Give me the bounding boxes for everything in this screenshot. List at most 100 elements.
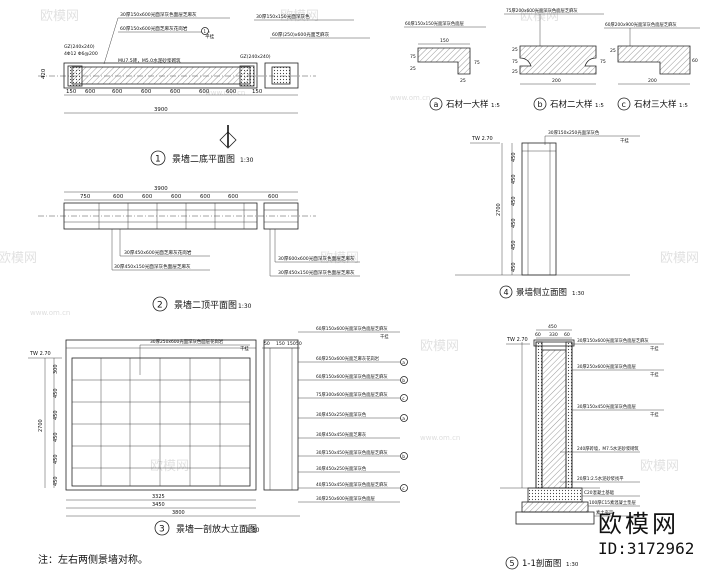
v3-leaders: 30厚250x600光面深灰色面层花岗岩 干挂 [150, 338, 249, 352]
sa-dims: 150 75 75 25 25 [410, 38, 480, 84]
v3-dim: 450 [53, 476, 59, 486]
v2-dims: 750 600 600 600 600 600 600 [80, 194, 279, 200]
stone-detail-c: 60厚200x900光面深灰色面层芝麻灰 25 60 200 c 石材三大样 1… [604, 21, 700, 111]
v3-label: 60厚250x600光面芝麻灰花岗岩 [316, 355, 380, 362]
view-1-bottom-plan: 30厚150x600光面深灰色面层芝麻灰 60厚150x600光面芝麻灰花岗岩 … [38, 11, 370, 166]
v5-top-dims: 450 60 330 60 [535, 324, 570, 338]
v3-label: 40厚150x450光面深灰色面层芝麻灰 [316, 481, 388, 488]
v1-dim: 150 [252, 89, 263, 95]
v1-label: 4Φ12 Φ6@200 [64, 51, 98, 57]
sa-dim: 25 [410, 66, 416, 72]
v5-leaders: 30厚150x600光面深灰色面层芝麻灰 干挂 30厚250x600光面深灰色面… [560, 337, 664, 517]
sa-label: 60厚150x150光面深灰色面层 [405, 20, 464, 27]
sb-number: b [538, 100, 543, 109]
watermark-layer: 欧模网 欧模网 欧模网 欧模网 欧模网 欧模网 欧模网 欧模网 欧模网 www.… [0, 9, 699, 474]
v5-level: TW 2.70 [506, 337, 528, 343]
v3-label: 30厚450x450光面芝麻灰 [316, 431, 367, 438]
sb-dim: 25 [512, 47, 518, 53]
v2-label: 30厚600x600光面深灰色面层芝麻灰 [278, 255, 355, 262]
v1-dim: 600 [226, 89, 237, 95]
v1-leaders: 30厚150x600光面深灰色面层芝麻灰 60厚150x600光面芝麻灰花岗岩 … [64, 11, 370, 65]
v5-scale: 1:30 [566, 562, 579, 568]
sc-number: c [622, 100, 626, 109]
view-4-side-elevation: TW 2.70 450 450 450 450 450 450 2700 30厚… [455, 129, 640, 299]
v2-dim: 600 [113, 194, 124, 200]
v2-dim: 600 [268, 194, 279, 200]
v1-dim: 600 [199, 89, 210, 95]
v2-label: 30厚450x150光面深灰色面层芝麻灰 [114, 263, 191, 270]
v4-total-h: 2700 [496, 203, 502, 216]
v3-dim: 150 [276, 341, 285, 347]
v4-number: 4 [504, 288, 509, 297]
v3-label: 干挂 [380, 333, 389, 340]
view-2-top-plan: 3900 750 600 600 600 600 600 600 30厚450x… [38, 186, 360, 312]
v4-label: 30厚150x250光面深灰色 [548, 129, 600, 136]
sa-dim: 150 [440, 38, 449, 44]
v3-callout: a [402, 361, 405, 366]
v3-dim: 450 [53, 432, 59, 442]
v2-number: 2 [157, 301, 163, 311]
v5-label: C20混凝土基础 [584, 489, 614, 496]
v4-dims: 450 450 450 450 450 450 2700 [496, 152, 517, 272]
v1-number: 1 [155, 155, 161, 165]
v3-dim: 150 [287, 341, 296, 347]
v3-total-h: 2700 [38, 419, 44, 432]
v5-label: 20厚1:2.5水泥砂浆找平 [577, 475, 624, 482]
sb-dim: 75 [512, 59, 518, 65]
sa-dim: 75 [410, 54, 416, 60]
v1-label: 60厚(250)x600光面芝麻灰 [272, 31, 330, 38]
v4-dim: 450 [511, 174, 517, 184]
v1-label: 30厚150x150光面深灰色 [256, 13, 310, 20]
v3-callout: c [402, 487, 405, 492]
v5-label: 30厚250x600光面深灰色面层 [577, 363, 636, 370]
v3-label: 75厚300x600光面深灰色面层芝麻灰 [316, 391, 388, 398]
v1-dim: 150 [66, 89, 77, 95]
sa-dim: 25 [460, 78, 466, 84]
v3-label: 30厚450x250光面深灰色 [316, 465, 367, 472]
v2-label: 30厚450x600光面芝麻灰花岗岩 [124, 249, 192, 256]
v5-label: 100厚C15素混凝土垫层 [589, 499, 636, 506]
watermark: 欧模网 [280, 9, 319, 24]
sc-title: 石材三大样 [634, 99, 677, 110]
v3-label: 60厚150x600光面深灰色面层芝麻灰 [316, 325, 388, 332]
sb-scale: 1:5 [595, 103, 604, 109]
v1-title: 景墙二底平面图 [172, 153, 235, 165]
v5-label: 干挂 [650, 411, 659, 418]
view-3-elevation: TW 2.70 300 450 450 450 450 450 2700 [28, 325, 408, 536]
sb-label: 75厚200x600光面深灰色面层芝麻灰 [506, 7, 578, 14]
sa-number: a [434, 100, 439, 109]
v1-dim: 600 [85, 89, 96, 95]
v3-dim: 50 [264, 341, 270, 347]
v1-label: 60厚150x600光面芝麻灰花岗岩 [120, 25, 188, 32]
v3-level: TW 2.70 [29, 351, 51, 357]
watermark-site: www.om.cn [205, 89, 245, 97]
sb-dims: 25 75 25 200 75 [512, 47, 606, 84]
v2-label: 30厚450x150光面深灰色面层芝麻灰 [278, 269, 355, 276]
v1-dim: 600 [112, 89, 123, 95]
sc-dim: 25 [610, 48, 616, 54]
v4-dim: 450 [511, 218, 517, 228]
brand-block: 欧模网 ID:3172962 [598, 510, 710, 560]
v5-label: 素土夯实 [596, 509, 614, 516]
v3-label: 30厚250x600光面深灰色面层花岗岩 [150, 338, 224, 345]
v1-scale: 1:30 [240, 157, 254, 164]
v2-scale: 1:30 [238, 303, 252, 310]
watermark-site: www.om.cn [390, 94, 430, 102]
v4-dim: 450 [511, 240, 517, 250]
v5-title: 1-1剖面图 [522, 558, 561, 569]
sc-label: 60厚200x900光面深灰色面层芝麻灰 [605, 21, 677, 28]
v1-label: 30厚150x600光面深灰色面层芝麻灰 [120, 11, 197, 18]
v3-dim: 3800 [172, 510, 185, 516]
v3-left-dims: 300 450 450 450 450 450 2700 [38, 364, 59, 486]
sa-dim: 75 [474, 60, 480, 66]
v3-dim: 450 [53, 454, 59, 464]
v5-label: 干挂 [650, 371, 659, 378]
v4-title: 景墙侧立面图 [516, 287, 567, 298]
v3-label: 30厚450x250光面深灰色 [316, 411, 367, 418]
footnote: 注：左右两侧景墙对称。 [38, 555, 148, 566]
stone-detail-a: 60厚150x150光面深灰色面层 150 75 75 25 25 a 石材一大… [404, 20, 500, 111]
v1-total-dim: 3900 [154, 107, 168, 113]
v4-dim: 450 [511, 152, 517, 162]
sb-dim: 75 [600, 59, 606, 65]
sc-dims: 25 60 200 [610, 48, 698, 84]
